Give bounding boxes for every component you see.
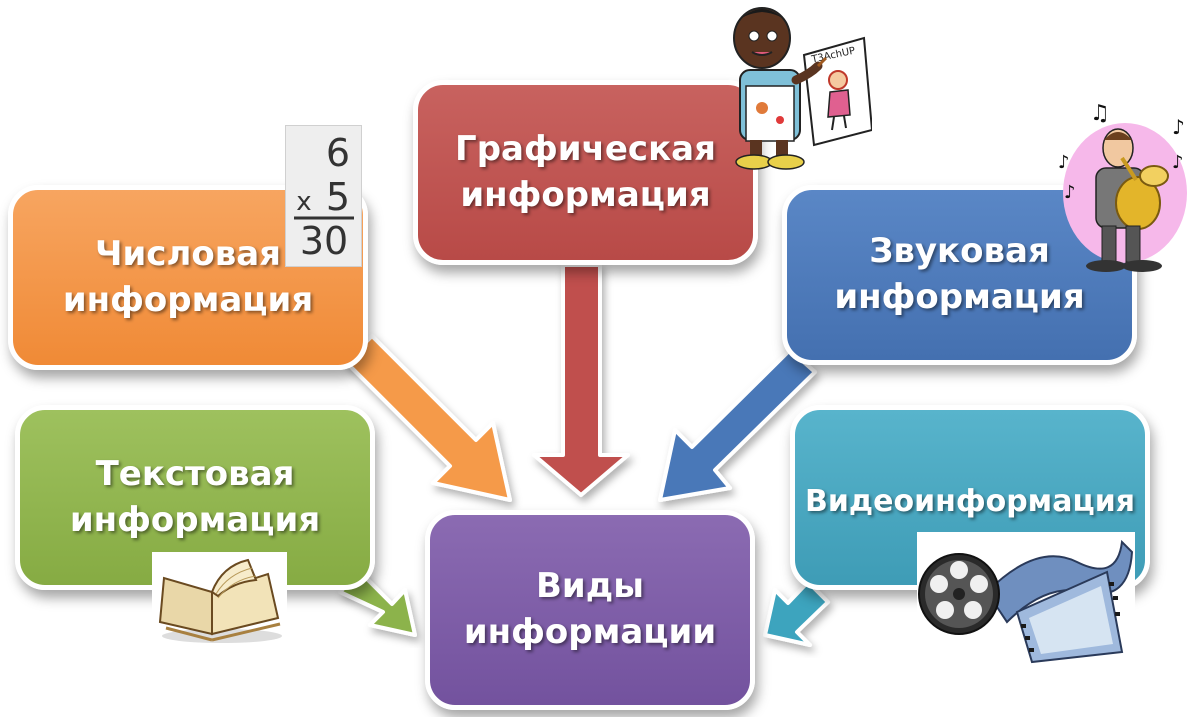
text-line2: информация [69,499,321,540]
arrow-graphic [532,263,630,497]
open-book-icon [152,552,287,647]
calc-mid: 5 [326,175,350,219]
information-types-box: Виды информации [425,510,755,710]
svg-text:♪: ♪ [1064,182,1076,203]
main-line2: информации [463,612,717,652]
multiplication-card-icon: 6 x 5 30 [285,125,362,267]
svg-text:♪: ♪ [1058,152,1070,173]
calc-top: 6 [326,131,350,175]
arrow-sound [658,348,817,502]
film-reel-icon [917,532,1135,664]
child-painting-icon: T3AchUP [722,0,874,175]
calc-result: 30 [300,219,348,263]
graphic-information-box: Графическая информация [413,80,758,265]
svg-text:♪: ♪ [1172,115,1185,139]
tuba-player-icon: ♫ ♪ ♪ ♪ ♪ [1050,98,1200,278]
numeric-line2: информация [62,279,314,320]
sound-line1: Звуковая [869,231,1050,272]
text-line1: Текстовая [95,453,295,494]
arrow-numeric [344,334,512,502]
svg-text:♫: ♫ [1090,101,1110,126]
arrow-video [763,580,830,647]
graphic-line2: информация [460,174,711,215]
main-line1: Виды [536,566,644,607]
sound-line2: информация [834,277,1085,317]
numeric-line1: Числовая [94,233,281,274]
calc-op: x [296,187,311,217]
video-line1: Видеоинформация [805,484,1135,519]
sound-information-box: Звуковая информация [782,185,1137,365]
graphic-line1: Графическая [455,128,716,169]
svg-text:♪: ♪ [1172,152,1184,173]
